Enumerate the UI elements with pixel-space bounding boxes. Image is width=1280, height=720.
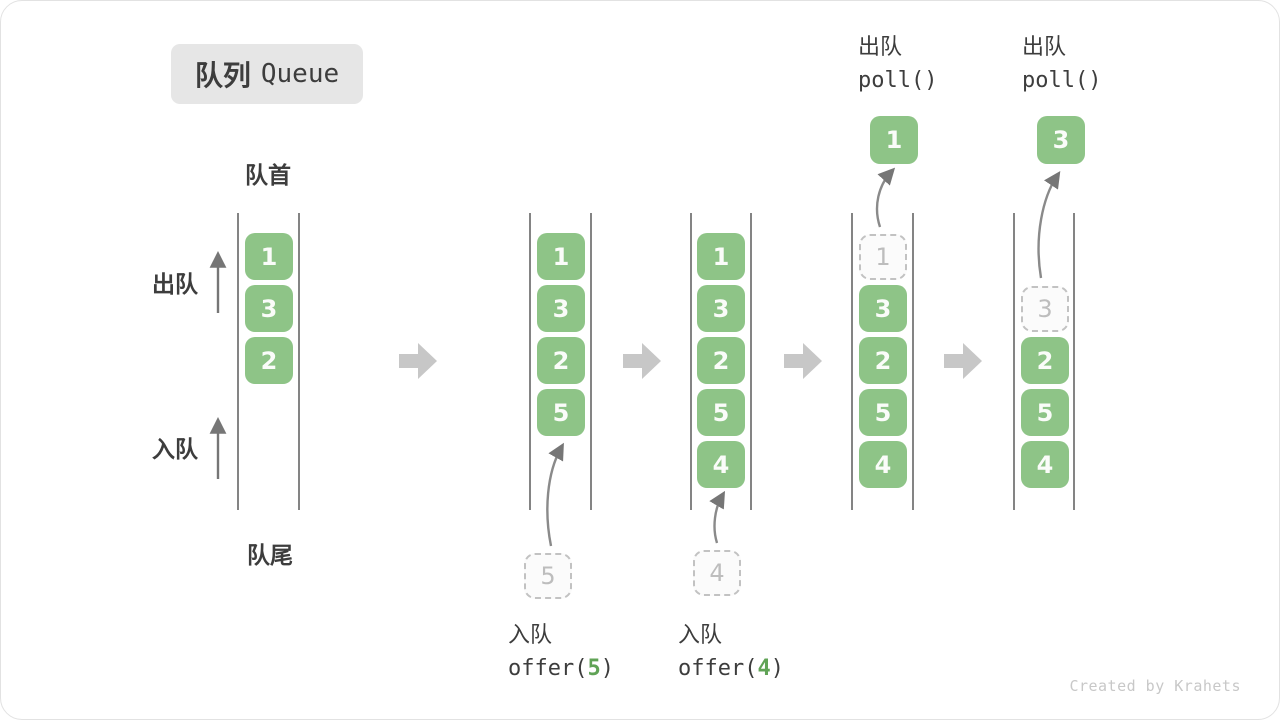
watermark-credit: Created by Krahets	[1069, 677, 1241, 695]
queue5-polled-ghost-box: 3	[1021, 286, 1069, 332]
queue4-polled-ghost-box: 1	[859, 234, 907, 280]
queue2-box: 5	[537, 389, 585, 436]
queue4-box: 2	[859, 337, 907, 384]
queue2-box: 3	[537, 285, 585, 332]
queue3-box: 4	[697, 441, 745, 488]
queue2-box: 1	[537, 233, 585, 280]
op-enqueue-label: 入队	[678, 623, 723, 648]
queue4-polled-box: 1	[870, 116, 918, 164]
op-enqueue-code: offer(4)	[678, 656, 784, 681]
op-dequeue-code: poll()	[1022, 68, 1102, 93]
queue-rails	[237, 213, 1075, 510]
queue4-box: 3	[859, 285, 907, 332]
op-enqueue-label: 入队	[508, 623, 553, 648]
queue3-box: 3	[697, 285, 745, 332]
op-arg-value: 5	[587, 656, 601, 681]
curved-arrow-icons	[546, 167, 1061, 547]
title-badge: 队列 Queue	[171, 44, 363, 104]
op-dequeue-poll-2: 出队 poll()	[1022, 29, 1101, 93]
op-enqueue-offer5: 入队 offer(5)	[508, 617, 614, 681]
label-dequeue-side: 出队	[152, 272, 198, 298]
queue5-box: 4	[1021, 441, 1069, 488]
title-en: Queue	[260, 59, 340, 89]
queue3-incoming-ghost-box: 4	[693, 550, 741, 596]
label-queue-rear: 队尾	[247, 543, 293, 569]
title-zh: 队列	[194, 59, 251, 92]
queue5-polled-box: 3	[1037, 116, 1085, 164]
queue4-box: 5	[859, 389, 907, 436]
op-dequeue-code: poll()	[858, 68, 938, 93]
queue2-box: 2	[537, 337, 585, 384]
queue4-box: 4	[859, 441, 907, 488]
op-enqueue-code: offer(5)	[508, 656, 614, 681]
op-arg-value: 4	[757, 656, 771, 681]
queue5-box: 2	[1021, 337, 1069, 384]
queue5-box: 5	[1021, 389, 1069, 436]
queue3-box: 5	[697, 389, 745, 436]
op-dequeue-label: 出队	[858, 35, 903, 60]
op-dequeue-poll-1: 出队 poll()	[858, 29, 937, 93]
op-dequeue-label: 出队	[1022, 35, 1067, 60]
step-arrow-icons	[399, 343, 982, 379]
queue2-incoming-ghost-box: 5	[524, 553, 572, 599]
queue1-box: 3	[245, 285, 293, 332]
label-enqueue-side: 入队	[152, 437, 198, 463]
queue1-box: 1	[245, 233, 293, 280]
queue3-box: 2	[697, 337, 745, 384]
op-enqueue-offer4: 入队 offer(4)	[678, 617, 784, 681]
queue3-box: 1	[697, 233, 745, 280]
queue1-box: 2	[245, 337, 293, 384]
label-queue-front: 队首	[245, 163, 291, 189]
